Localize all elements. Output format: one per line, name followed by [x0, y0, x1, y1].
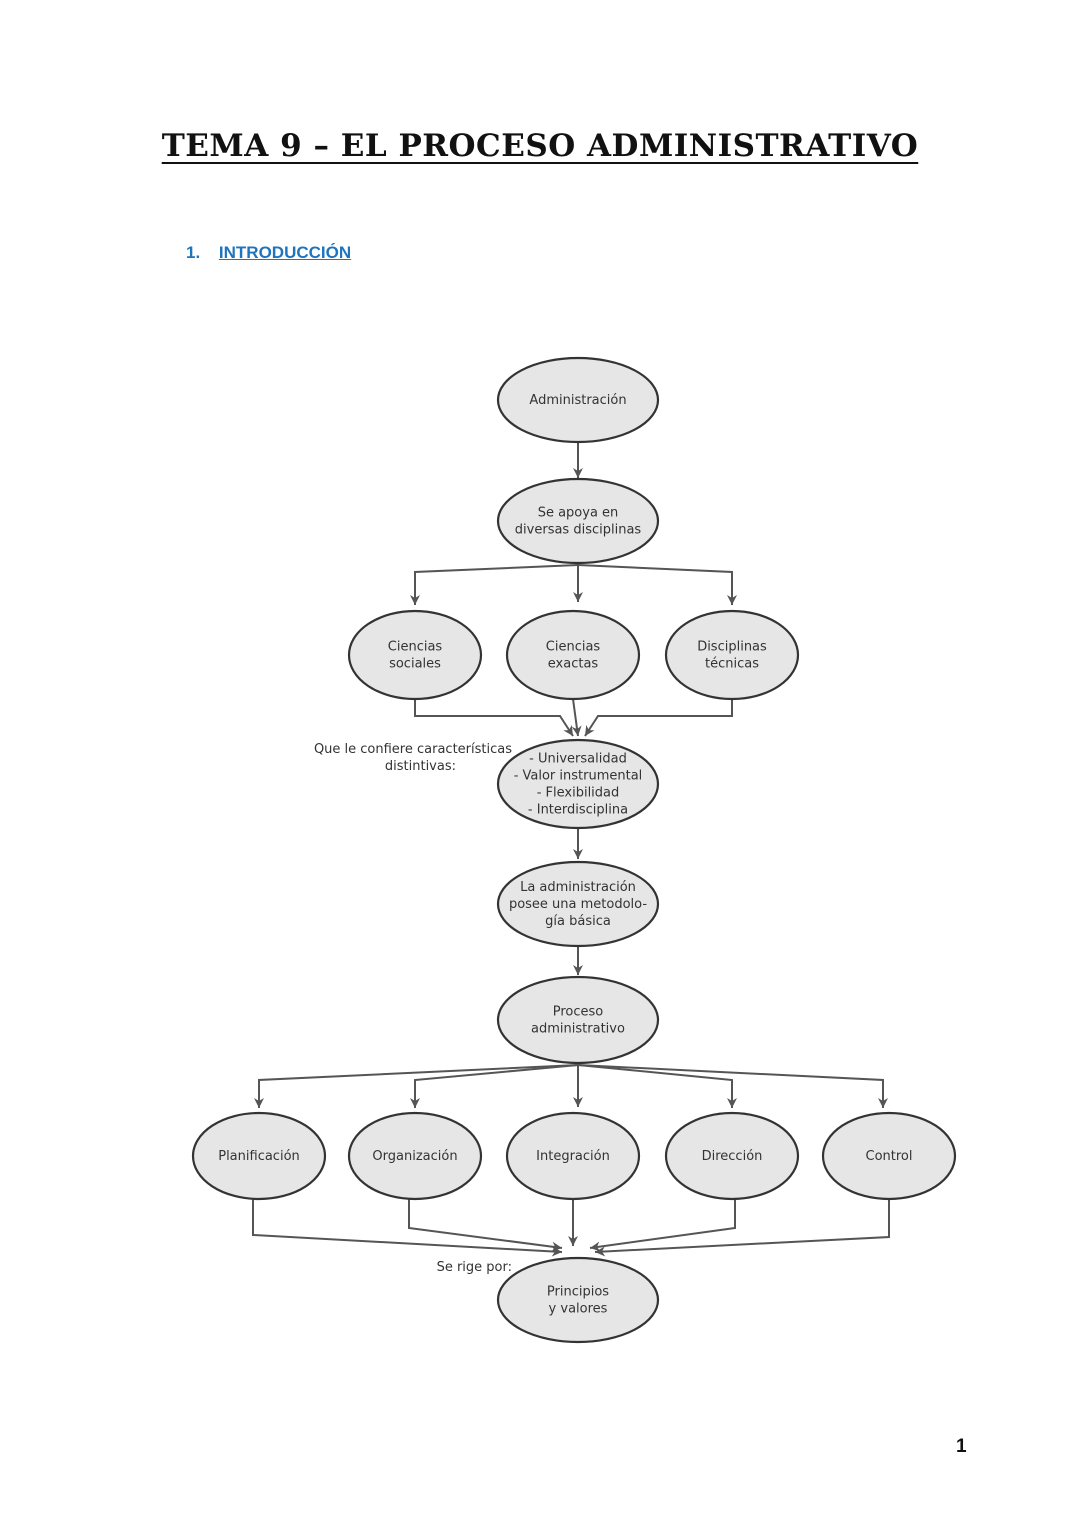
connector-arrow — [414, 699, 574, 737]
node-metodologia: La administración posee una metodolo-gía … — [496, 860, 660, 948]
node-label: Administración — [529, 393, 626, 408]
node-ellipse — [505, 1111, 641, 1201]
node-label: gía básica — [545, 914, 611, 929]
connector-arrow — [577, 1064, 737, 1108]
node-ellipse — [505, 609, 641, 701]
node-label: Disciplinas — [697, 640, 767, 655]
node-label: exactas — [548, 657, 599, 672]
side-label-text: distintivas: — [385, 759, 456, 774]
node-ellipse — [664, 1111, 800, 1201]
connector-arrow — [254, 1064, 579, 1108]
section-label: INTRODUCCIÓN — [218, 243, 352, 262]
node-label: La administración — [520, 880, 636, 895]
diagram-side-labels: Que le confiere características distintiv… — [314, 742, 512, 1275]
node-ellipse — [496, 738, 660, 830]
node-caracteristicas: - Universalidad - Valor instrumental - Fle… — [496, 738, 660, 830]
node-label: y valores — [549, 1302, 608, 1317]
node-ellipse — [496, 860, 660, 948]
node-label: Integración — [536, 1149, 610, 1164]
node-label: Se apoya en — [538, 506, 619, 521]
page-number: 1 — [956, 1436, 967, 1457]
node-label: Planificación — [218, 1149, 300, 1164]
node-label: administrativo — [531, 1022, 625, 1037]
node-disciplinas: Se apoya en diversas disciplinas — [496, 477, 660, 565]
node-label: - Universalidad — [529, 752, 627, 767]
node-ellipse — [496, 477, 660, 565]
node-ellipse — [191, 1111, 327, 1201]
page-title: TEMA 9 – EL PROCESO ADMINISTRATIVO — [0, 128, 1080, 164]
connector-arrow — [408, 1199, 563, 1252]
connector-arrow — [594, 1199, 890, 1257]
section-number: 1. — [186, 243, 201, 262]
node-label: Proceso — [553, 1005, 604, 1020]
side-label-confiere: Que le confiere características distintiv… — [314, 742, 512, 774]
node-ellipse — [496, 356, 660, 444]
node-sociales: Ciencias sociales — [347, 609, 483, 701]
node-control: Control — [821, 1111, 957, 1201]
diagram-edges — [252, 442, 890, 1257]
node-label: Dirección — [702, 1149, 763, 1164]
node-label: diversas disciplinas — [515, 523, 642, 538]
node-organizacion: Organización — [347, 1111, 483, 1201]
node-principios: Principios y valores — [496, 1256, 660, 1344]
node-ellipse — [496, 1256, 660, 1344]
side-label-text: Se rige por: — [437, 1260, 512, 1275]
side-label-rige: Se rige por: — [437, 1260, 512, 1275]
node-label: posee una metodolo- — [509, 897, 647, 912]
connector-arrow — [577, 564, 737, 605]
connector-arrow — [589, 1199, 736, 1252]
node-label: Control — [866, 1149, 913, 1164]
node-ellipse — [347, 609, 483, 701]
node-label: Ciencias — [546, 640, 601, 655]
connector-arrow — [584, 699, 733, 737]
node-label: - Flexibilidad — [537, 786, 620, 801]
node-direccion: Dirección — [664, 1111, 800, 1201]
side-label-text: Que le confiere características — [314, 742, 512, 757]
node-ellipse — [496, 975, 660, 1065]
connector-arrow — [252, 1199, 563, 1257]
node-label: Principios — [547, 1285, 609, 1300]
diagram-nodes: Administración Se apoya en diversas discip… — [191, 356, 957, 1344]
node-exactas: Ciencias exactas — [505, 609, 641, 701]
connector-arrow — [410, 564, 579, 605]
node-ellipse — [821, 1111, 957, 1201]
node-label: técnicas — [705, 657, 759, 672]
node-administracion: Administración — [496, 356, 660, 444]
node-planificacion: Planificación — [191, 1111, 327, 1201]
node-label: - Interdisciplina — [528, 803, 628, 818]
page-title-text: TEMA 9 – EL PROCESO ADMINISTRATIVO — [161, 128, 919, 164]
node-tecnicas: Disciplinas técnicas — [664, 609, 800, 701]
node-ellipse — [347, 1111, 483, 1201]
node-proceso: Proceso administrativo — [496, 975, 660, 1065]
node-label: Ciencias — [388, 640, 443, 655]
node-label: Organización — [372, 1149, 457, 1164]
connector-arrow — [410, 1064, 579, 1108]
section-heading: 1. INTRODUCCIÓN — [186, 243, 351, 263]
connector-arrow — [577, 1064, 888, 1108]
node-integracion: Integración — [505, 1111, 641, 1201]
node-label: - Valor instrumental — [514, 769, 643, 784]
node-ellipse — [664, 609, 800, 701]
node-label: sociales — [389, 657, 441, 672]
connector-arrow — [571, 698, 582, 737]
